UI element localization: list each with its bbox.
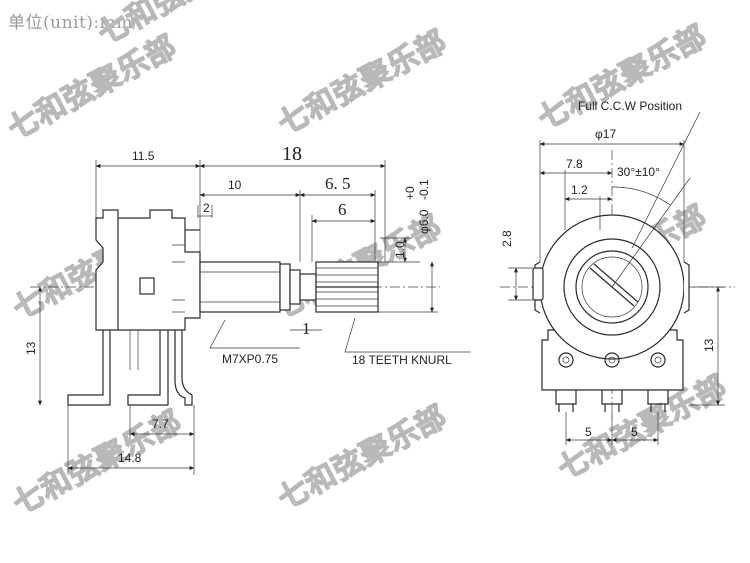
mounting-leg-left bbox=[67, 330, 111, 406]
bushing-nut bbox=[279, 263, 291, 311]
dim-tol-upper: +0 bbox=[403, 186, 417, 200]
watermark: 七和弦聚乐部 bbox=[532, 19, 713, 137]
dim-pitch-left: 5 bbox=[585, 425, 592, 439]
dim-13-side: 13 bbox=[24, 341, 38, 355]
dim-1: 1 bbox=[302, 319, 311, 338]
watermark: 七和弦聚乐部 bbox=[272, 399, 453, 517]
dim-dia-17: φ17 bbox=[595, 127, 616, 141]
angle-line bbox=[611, 177, 691, 288]
dim-angle: 30°±10° bbox=[617, 165, 660, 179]
anti-rotation-tab bbox=[532, 267, 544, 301]
front-shaft-slot bbox=[593, 263, 639, 303]
housing-window bbox=[139, 277, 155, 295]
dim-6: 6 bbox=[338, 200, 347, 219]
dim-1-0: 1.0 bbox=[393, 241, 407, 258]
watermark: 七和弦聚乐部 bbox=[2, 29, 183, 147]
terminal-left bbox=[555, 352, 577, 412]
dim-2: 2 bbox=[203, 201, 210, 215]
terminal-right bbox=[647, 352, 669, 412]
dim-10: 10 bbox=[228, 178, 242, 192]
dim-13-front: 13 bbox=[702, 338, 716, 352]
dim-6-5: 6. 5 bbox=[325, 174, 351, 193]
dim-tol-lower: -0.1 bbox=[417, 179, 431, 200]
dim-11-5: 11.5 bbox=[132, 149, 155, 163]
dim-14-8: 14.8 bbox=[118, 451, 142, 465]
bushing-collar bbox=[289, 269, 301, 305]
watermark: 七和弦聚乐部 bbox=[92, 0, 273, 52]
dim-2-8: 2.8 bbox=[500, 230, 514, 247]
unit-label: 单位(unit):mm bbox=[8, 13, 133, 33]
terminal-pin bbox=[174, 330, 193, 406]
front-shaft-circle bbox=[581, 256, 643, 318]
front-housing-side-right bbox=[683, 261, 690, 314]
knurl-lines bbox=[316, 267, 378, 307]
dim-pitch-right: 5 bbox=[631, 425, 638, 439]
dim-shaft-dia: φ6.0 bbox=[417, 209, 431, 234]
dim-7-7: 7.7 bbox=[152, 417, 169, 431]
dim-1-2: 1.2 bbox=[571, 183, 588, 197]
leader-position bbox=[631, 111, 701, 249]
side-view: 11.5 18 10 6. 5 6 2 1.0 φ6.0 +0 -0.1 1 1… bbox=[24, 143, 470, 475]
shaft-plain bbox=[299, 273, 317, 301]
watermark: 七和弦聚乐部 bbox=[272, 24, 453, 142]
dim-7-8: 7.8 bbox=[566, 157, 583, 171]
leader-knurl bbox=[344, 317, 470, 353]
bushing bbox=[199, 261, 281, 313]
label-full-ccw: Full C.C.W Position bbox=[578, 99, 682, 113]
angle-arc bbox=[611, 186, 671, 206]
front-view: Full C.C.W Position φ17 7.8 30°±10° 1.2 … bbox=[500, 99, 735, 445]
dim-18: 18 bbox=[282, 143, 302, 165]
label-knurl: 18 TEETH KNURL bbox=[352, 353, 452, 367]
leader-thread bbox=[209, 319, 300, 349]
extension-lines bbox=[67, 160, 438, 475]
terminal-middle bbox=[601, 352, 623, 412]
label-thread: M7XP0.75 bbox=[222, 352, 278, 366]
housing-details bbox=[172, 244, 185, 313]
mounting-leg-right bbox=[127, 330, 169, 406]
